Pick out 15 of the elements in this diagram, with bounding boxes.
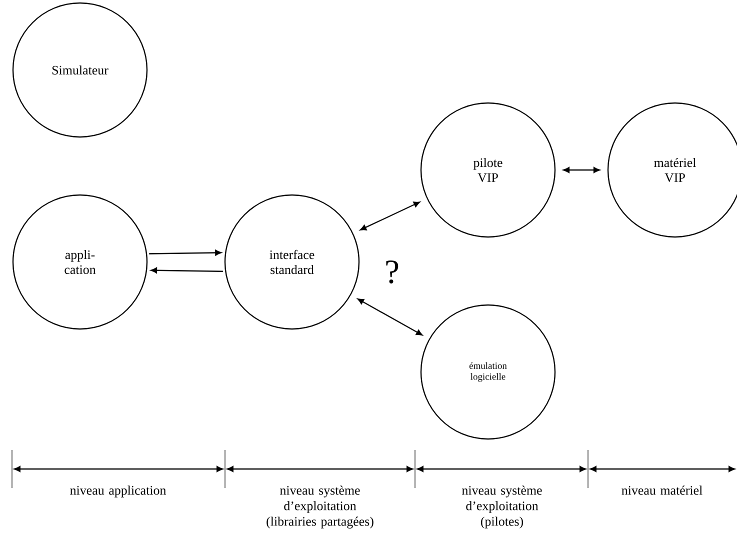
question-mark: ? [386, 260, 398, 284]
circle-node: pilote VIP [420, 102, 556, 238]
circle-node: interface standard [224, 194, 360, 330]
circle-node: Simulateur [12, 2, 148, 138]
arrow [150, 267, 224, 274]
level-label: niveau système d’exploitation (pilotes) [462, 486, 542, 528]
arrow [563, 167, 600, 173]
circle-node: appli- cation [12, 194, 148, 330]
arrow [357, 298, 423, 336]
level-label: niveau application [70, 486, 166, 498]
circle-node: émulation logicielle [420, 304, 556, 440]
arrow [149, 250, 222, 256]
arrow [360, 202, 420, 230]
level-label: niveau système d’exploitation (librairies partagées) [266, 486, 374, 528]
level-label: niveau matériel [622, 486, 702, 495]
